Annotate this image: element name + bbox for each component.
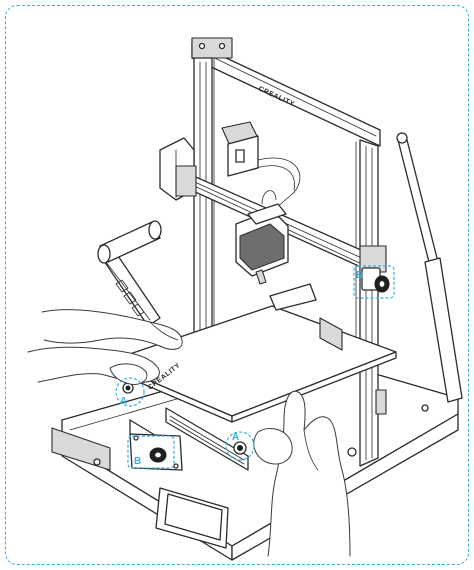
nut-a-left	[122, 382, 134, 394]
knob-b-top	[361, 267, 390, 293]
callout-label-a-right: A	[232, 432, 239, 443]
knob-b-bottom	[129, 433, 183, 471]
callout-label-a-left: A	[120, 396, 127, 407]
nut-a-right	[233, 441, 247, 455]
heated-bed: CREALITY	[105, 283, 397, 471]
hand-left-bottom	[27, 346, 160, 385]
callout-label-b-bottom: B	[134, 456, 141, 467]
gantry-frame: CREALITY	[191, 37, 381, 467]
spool-holder	[97, 220, 162, 327]
print-head	[235, 190, 289, 285]
hand-right	[253, 390, 351, 557]
callout-b-bottom: B	[127, 435, 175, 469]
dashed-frame	[5, 5, 469, 565]
callout-a-left: A	[115, 377, 145, 407]
hand-left-top	[41, 309, 183, 350]
callout-a-right: A	[225, 431, 255, 461]
callout-b-top: B	[353, 265, 395, 299]
support-rod	[396, 132, 463, 403]
callout-label-b-top: B	[356, 270, 363, 281]
touch-screen	[155, 487, 229, 549]
